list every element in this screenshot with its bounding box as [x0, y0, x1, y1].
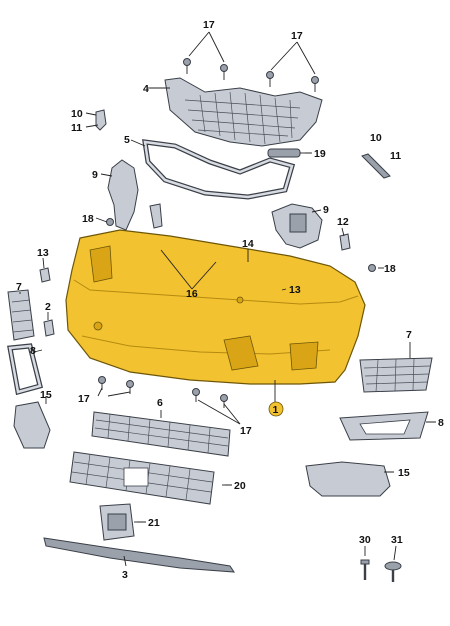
clip-left: [95, 109, 107, 131]
grille-frame: [142, 139, 296, 200]
part-labels: 17 17 4 10 11 5 19 10 11 9 18 9 12 13 14…: [16, 19, 444, 581]
label-7a: 7: [16, 281, 22, 293]
screw-30: [360, 559, 370, 580]
lower-spoiler: [43, 537, 235, 573]
label-9a: 9: [92, 169, 98, 181]
label-dashes: [137, 87, 436, 523]
center-grille-20: [69, 451, 215, 505]
label-21: 21: [148, 517, 160, 529]
strip-right: [361, 153, 391, 179]
label-10a: 10: [71, 108, 83, 120]
label-17d: 17: [240, 425, 252, 437]
label-18a: 18: [82, 213, 94, 225]
clip-2: [43, 319, 55, 337]
screw-17-top: [183, 58, 319, 92]
clip-16: [149, 203, 163, 229]
label-12: 12: [337, 216, 349, 228]
label-30: 30: [359, 534, 371, 546]
screw-17-lower: [98, 376, 228, 408]
label-13b: 13: [289, 284, 301, 296]
label-3: 3: [122, 569, 128, 581]
label-4: 4: [143, 83, 149, 95]
label-11a: 11: [71, 122, 82, 134]
label-20: 20: [234, 480, 246, 492]
label-8a: 8: [30, 345, 36, 357]
label-8b: 8: [438, 417, 444, 429]
cap-13-left: [39, 267, 51, 283]
clip-31: [384, 561, 402, 582]
screw-18-right: [368, 264, 376, 272]
clip-12: [339, 233, 351, 251]
label-15a: 15: [40, 389, 52, 401]
bracket-right-inner: [289, 213, 307, 233]
bumper-cover: [65, 229, 366, 385]
label-11b: 11: [390, 150, 401, 162]
label-17c: 17: [78, 393, 90, 405]
label-16: 16: [186, 288, 198, 300]
bracket-left: [107, 159, 139, 231]
label-14: 14: [242, 238, 254, 250]
label-17b: 17: [291, 30, 303, 42]
side-grille-right: [359, 357, 433, 393]
fog-cover-left: [13, 401, 51, 449]
label-7b: 7: [406, 329, 412, 341]
label-13a: 13: [37, 247, 49, 259]
label-31: 31: [391, 534, 403, 546]
upper-grille: [164, 77, 323, 147]
label-15b: 15: [398, 467, 410, 479]
chrome-strip: [267, 148, 301, 158]
label-5: 5: [124, 134, 130, 146]
bracket-21-inner: [107, 513, 127, 531]
frame-left-inner: [8, 344, 42, 394]
frame-right-opening: [359, 419, 411, 435]
label-9b: 9: [323, 204, 329, 216]
label-1-badge: 1: [268, 401, 284, 417]
label-6: 6: [157, 397, 163, 409]
label-19: 19: [314, 148, 326, 160]
side-grille-left: [7, 289, 35, 341]
label-1: 1: [273, 404, 279, 416]
label-17a: 17: [203, 19, 215, 31]
lower-grille-6: [91, 411, 231, 457]
label-2: 2: [45, 301, 51, 313]
fog-cover-right: [305, 461, 391, 497]
label-18b: 18: [384, 263, 396, 275]
label-10b: 10: [370, 132, 382, 144]
screw-18-left: [106, 218, 114, 226]
